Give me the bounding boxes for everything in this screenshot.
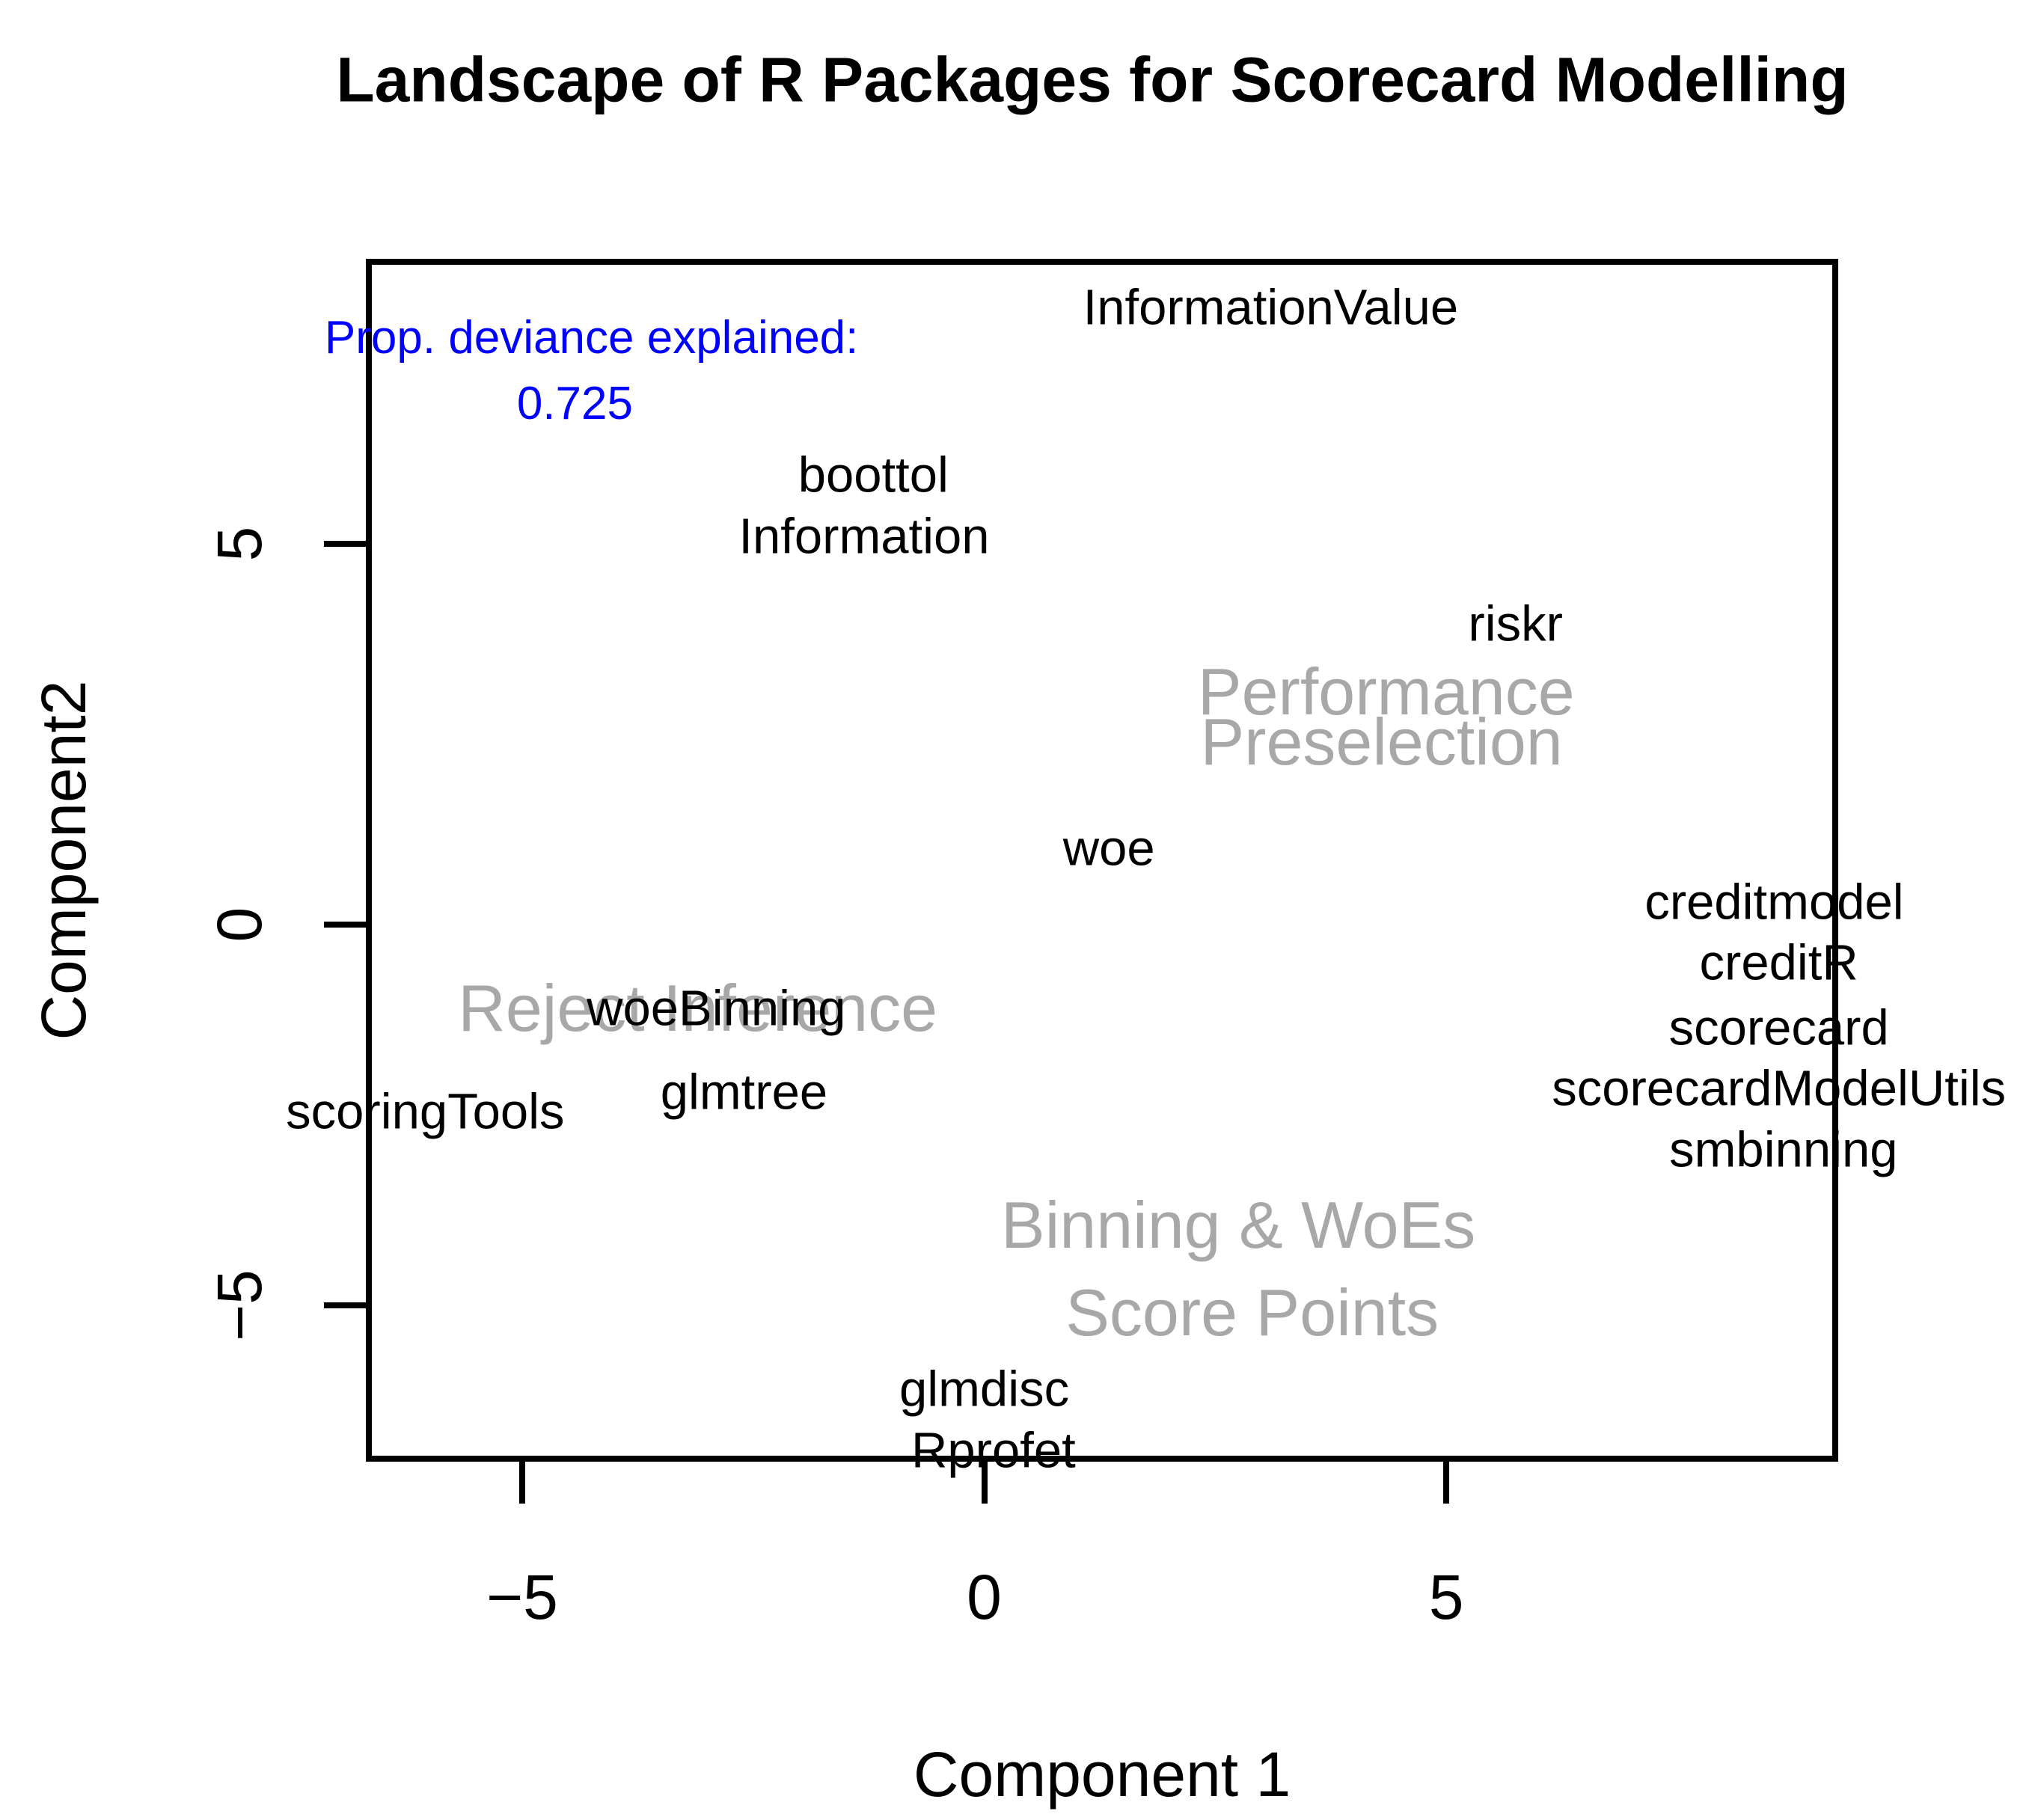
y-axis-tick [324, 922, 369, 928]
package-label: creditmodel [1644, 874, 1904, 930]
cluster-label: Binning & WoEs [1001, 1188, 1476, 1263]
package-label: riskr [1468, 595, 1563, 652]
y-tick-label: −5 [204, 1269, 275, 1342]
package-label: woe [1062, 820, 1155, 877]
package-label: scorecardModelUtils [1552, 1060, 2007, 1117]
x-tick-label: 0 [967, 1562, 1002, 1632]
y-axis-title: Component2 [28, 680, 99, 1041]
figure-title: Landscape of R Packages for Scorecard Mo… [336, 44, 1849, 115]
package-label: Information [738, 508, 990, 565]
cluster-label: Score Points [1065, 1275, 1439, 1350]
package-label: scorecard [1668, 999, 1889, 1056]
plot-box [366, 259, 1838, 1462]
package-label: boottol [798, 447, 949, 503]
x-axis-tick [981, 1459, 988, 1504]
cluster-label: Performance [1197, 655, 1575, 729]
annotation-line: 0.725 [516, 378, 633, 430]
annotation-line: Prop. deviance explained: [324, 311, 859, 364]
x-axis-tick [519, 1459, 526, 1504]
cluster-label: Reject Inference [458, 971, 938, 1046]
y-tick-label: 0 [204, 907, 275, 943]
x-tick-label: −5 [486, 1562, 558, 1632]
x-axis-tick [1443, 1459, 1450, 1504]
cluster-label: Preselection [1200, 704, 1563, 779]
package-label: woeBinning [587, 980, 846, 1037]
package-label: smbinning [1669, 1121, 1898, 1177]
package-label: InformationValue [1083, 279, 1459, 336]
x-tick-label: 5 [1428, 1562, 1464, 1632]
package-label: glmdisc [899, 1361, 1070, 1418]
package-label: glmtree [660, 1064, 828, 1121]
y-tick-label: 5 [204, 526, 275, 562]
package-label: Rprofet [911, 1422, 1076, 1479]
x-axis-title: Component 1 [913, 1739, 1291, 1810]
package-label: scoringTools [286, 1083, 565, 1140]
package-label: creditR [1699, 934, 1858, 991]
y-axis-tick [324, 1302, 369, 1309]
y-axis-tick [324, 540, 369, 547]
